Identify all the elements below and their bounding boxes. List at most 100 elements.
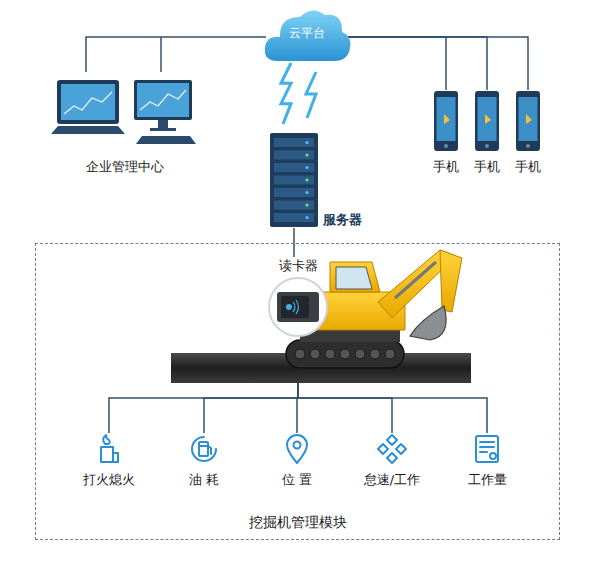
computer-icons-part: [137, 83, 189, 117]
cloud-shape-part: [265, 10, 351, 61]
connector-line: [348, 37, 446, 90]
node-label: 工作量: [468, 471, 507, 488]
diagram-node: 油 耗: [162, 433, 246, 503]
connector-line: [348, 37, 487, 90]
lightning-bolt: [306, 72, 316, 118]
connector-line: [348, 37, 528, 90]
computer-icons-part: [150, 128, 176, 131]
ignition-icon-part: [101, 447, 113, 462]
node-label: 读卡器: [279, 257, 318, 274]
card-reader-part: [277, 292, 319, 322]
card-reader-part: [286, 304, 292, 310]
node-label: 怠速/工作: [364, 471, 420, 488]
track-wheels-part: [355, 349, 365, 359]
node-label: 云平台: [289, 25, 325, 42]
computer-icons-part: [158, 120, 168, 128]
card-reader: [266, 276, 330, 338]
diagram-node: 手机: [469, 90, 505, 180]
phone-icon-part: [475, 91, 499, 151]
computer-icons-part: [51, 126, 125, 134]
track-wheels-part: [325, 349, 335, 359]
fuel-icon-part: [192, 437, 216, 461]
server-rack-part-part: [305, 216, 308, 219]
track-wheels-part: [310, 349, 320, 359]
computer-icons: [50, 72, 200, 158]
computer-icons-part: [136, 136, 196, 144]
workload-icon: [471, 433, 503, 465]
phone-icon-part: [526, 114, 532, 124]
node-label: 企业管理中心: [86, 158, 164, 175]
server-rack-part-part: [305, 141, 308, 144]
computer-icons-part: [140, 90, 186, 110]
phone-icon-part: [434, 91, 458, 151]
phone-icon: [474, 90, 500, 152]
node-label: 手机: [515, 158, 541, 175]
node-label: 打火熄火: [83, 471, 135, 488]
server-rack-part-part: [274, 138, 314, 147]
diagram-node: 工作量: [445, 433, 529, 503]
server-rack-part-part: [274, 213, 314, 222]
location-icon-part: [294, 442, 301, 449]
phone-icon: [515, 90, 541, 152]
computer-icons-part: [64, 92, 112, 114]
node-label: 位 置: [282, 471, 312, 488]
phone-icon-part: [485, 114, 491, 124]
fuel-icon-part: [199, 442, 208, 456]
diagram-node: 手机: [428, 90, 464, 180]
server-rack-part-part: [274, 176, 314, 185]
server-rack-part: [274, 138, 314, 222]
crawler-track: [286, 340, 404, 368]
server-rack: [269, 132, 319, 228]
diagram-node: 位 置: [255, 433, 339, 503]
diagram-node: 服务器: [269, 128, 370, 228]
workload-icon-part: [480, 442, 494, 452]
server-rack-part-part: [305, 153, 308, 156]
node-label: 服务器: [323, 211, 362, 228]
server-rack-part: [270, 133, 318, 227]
phone-icon-part: [526, 144, 530, 148]
diagram-node: 云平台: [262, 5, 352, 67]
network-wire: [160, 37, 162, 72]
module-region: 挖掘机管理模块读卡器打火熄火油 耗位 置怠速/工作工作量: [35, 243, 560, 540]
connector-line: [86, 37, 266, 72]
workload-icon-part: [476, 436, 498, 462]
fuel-icon-part: [208, 446, 211, 454]
idle-work-icon-part: [387, 453, 397, 463]
diagram-node: 手机: [510, 90, 546, 180]
phone-icon-part: [478, 97, 497, 141]
ignition-icon: [93, 433, 125, 465]
server-rack-part-part: [305, 178, 308, 181]
idle-work-icon-part: [396, 444, 406, 454]
server-rack-part-part: [274, 201, 314, 210]
location-icon: [281, 433, 313, 465]
server-rack-part-part: [305, 166, 308, 169]
card-reader-part: [269, 278, 327, 336]
diagram-node: 怠速/工作: [350, 433, 434, 503]
server-rack-part-part: [305, 203, 308, 206]
node-label: 油 耗: [189, 471, 219, 488]
server-rack-part-part: [305, 191, 308, 194]
computer-icons-part: [134, 80, 192, 120]
excavator-bucket: [410, 306, 446, 340]
phone-icon-part: [444, 144, 448, 148]
track-wheels: [295, 349, 395, 359]
connector-line: [298, 341, 392, 433]
cab-window: [336, 267, 372, 289]
phone-icon-part: [437, 97, 456, 141]
card-reader-part: [293, 300, 299, 314]
fuel-icon-part: [200, 445, 207, 447]
workload-icon-part: [490, 453, 496, 459]
server-rack-part-part: [274, 188, 314, 197]
phone-icon-part: [519, 97, 538, 141]
computer-icons-part: [57, 80, 119, 124]
location-icon-part: [287, 435, 307, 463]
excavator-arm: [440, 250, 462, 312]
track-wheels-part: [385, 349, 395, 359]
node-label: 手机: [474, 158, 500, 175]
diagram-node: 读卡器: [264, 257, 332, 341]
diagram-node: 打火熄火: [67, 433, 151, 503]
idle-work-icon-part: [378, 444, 388, 454]
phone-icon-part: [485, 144, 489, 148]
ignition-icon-part: [113, 453, 118, 462]
